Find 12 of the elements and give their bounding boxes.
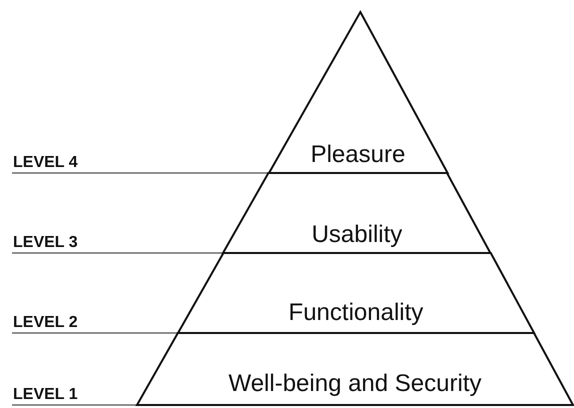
level-name: Usability xyxy=(312,221,402,249)
level-name: Pleasure xyxy=(310,141,406,169)
level-name: Well-being and Security xyxy=(228,370,482,398)
level-divider-line xyxy=(12,172,269,174)
level-divider-line xyxy=(12,332,178,334)
level-label: LEVEL 1 xyxy=(13,386,78,404)
level-label: LEVEL 2 xyxy=(13,314,78,332)
level-name: Functionality xyxy=(288,299,424,327)
level-divider-line xyxy=(12,404,137,406)
level-label: LEVEL 3 xyxy=(13,234,78,252)
level-label: LEVEL 4 xyxy=(13,154,78,172)
level-divider-line xyxy=(12,252,224,254)
